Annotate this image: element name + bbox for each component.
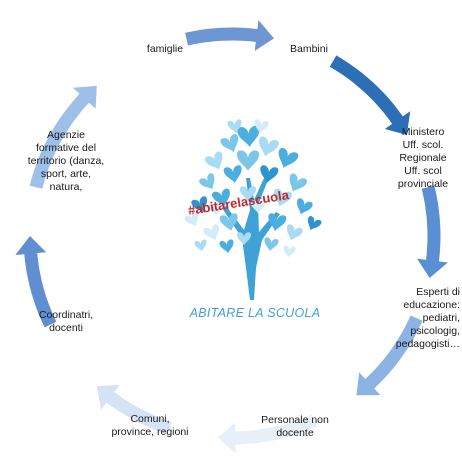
node-personale: Personale non docente <box>261 414 329 439</box>
cycle-arrow-5 <box>217 414 317 454</box>
node-ministero: Ministero Uff. scol. Regionale Uff. scol… <box>397 126 449 190</box>
heart-leaf-24 <box>307 216 322 231</box>
node-bambini: Bambini <box>290 43 328 55</box>
node-agenzie: Agenzie formative del territorio (danza,… <box>27 129 105 193</box>
heart-leaf-7 <box>223 165 242 183</box>
heart-leaf-1 <box>237 125 260 147</box>
heart-leaf-28 <box>208 203 221 216</box>
heart-leaf-16 <box>219 213 238 231</box>
heart-leaf-14 <box>191 196 208 213</box>
heart-leaf-20 <box>236 232 252 246</box>
heart-leaf-21 <box>219 239 234 254</box>
heart-leaf-15 <box>296 198 313 215</box>
heart-leaf-19 <box>286 224 303 241</box>
heart-leaf-9 <box>199 173 215 190</box>
heart-leaf-25 <box>254 119 269 134</box>
node-famiglie: famiglie <box>146 43 184 55</box>
heart-leaf-2 <box>220 134 239 153</box>
heart-leaf-26 <box>227 119 242 134</box>
heart-leaf-5 <box>278 147 299 168</box>
heart-leaf-23 <box>184 212 199 227</box>
cycle-arrow-6 <box>96 384 172 435</box>
heart-leaf-22 <box>264 237 279 252</box>
heart-leaf-11 <box>212 188 230 207</box>
heart-leaf-13 <box>239 186 257 202</box>
cycle-arrow-2 <box>329 55 411 135</box>
heart-leaf-18 <box>203 224 220 241</box>
cycle-arrow-8 <box>29 85 97 189</box>
heart-leaf-27 <box>250 200 266 214</box>
tree-trunk <box>222 178 280 300</box>
heart-leaf-30 <box>194 239 207 252</box>
cycle-arrow-7 <box>15 236 57 328</box>
cycle-arrow-1 <box>185 20 274 51</box>
heart-leaf-6 <box>236 150 260 171</box>
cycle-arrow-3 <box>417 185 448 278</box>
cycle-arrow-4 <box>356 315 423 396</box>
heart-leaf-12 <box>274 188 292 207</box>
heart-leaf-4 <box>204 151 223 170</box>
node-comuni: Comuni, province, regioni <box>111 413 189 438</box>
heart-leaf-3 <box>259 136 279 157</box>
heart-leaf-8 <box>260 165 279 183</box>
heart-leaf-10 <box>289 173 308 192</box>
heart-leaf-29 <box>283 245 296 258</box>
heart-leaf-17 <box>268 213 287 231</box>
node-coordinatri: Coordinatri, docenti <box>38 309 94 334</box>
node-esperti: Esperti di educazione: pediatri, psicolo… <box>395 286 460 350</box>
tree-title: ABITARE LA SCUOLA <box>189 306 321 320</box>
